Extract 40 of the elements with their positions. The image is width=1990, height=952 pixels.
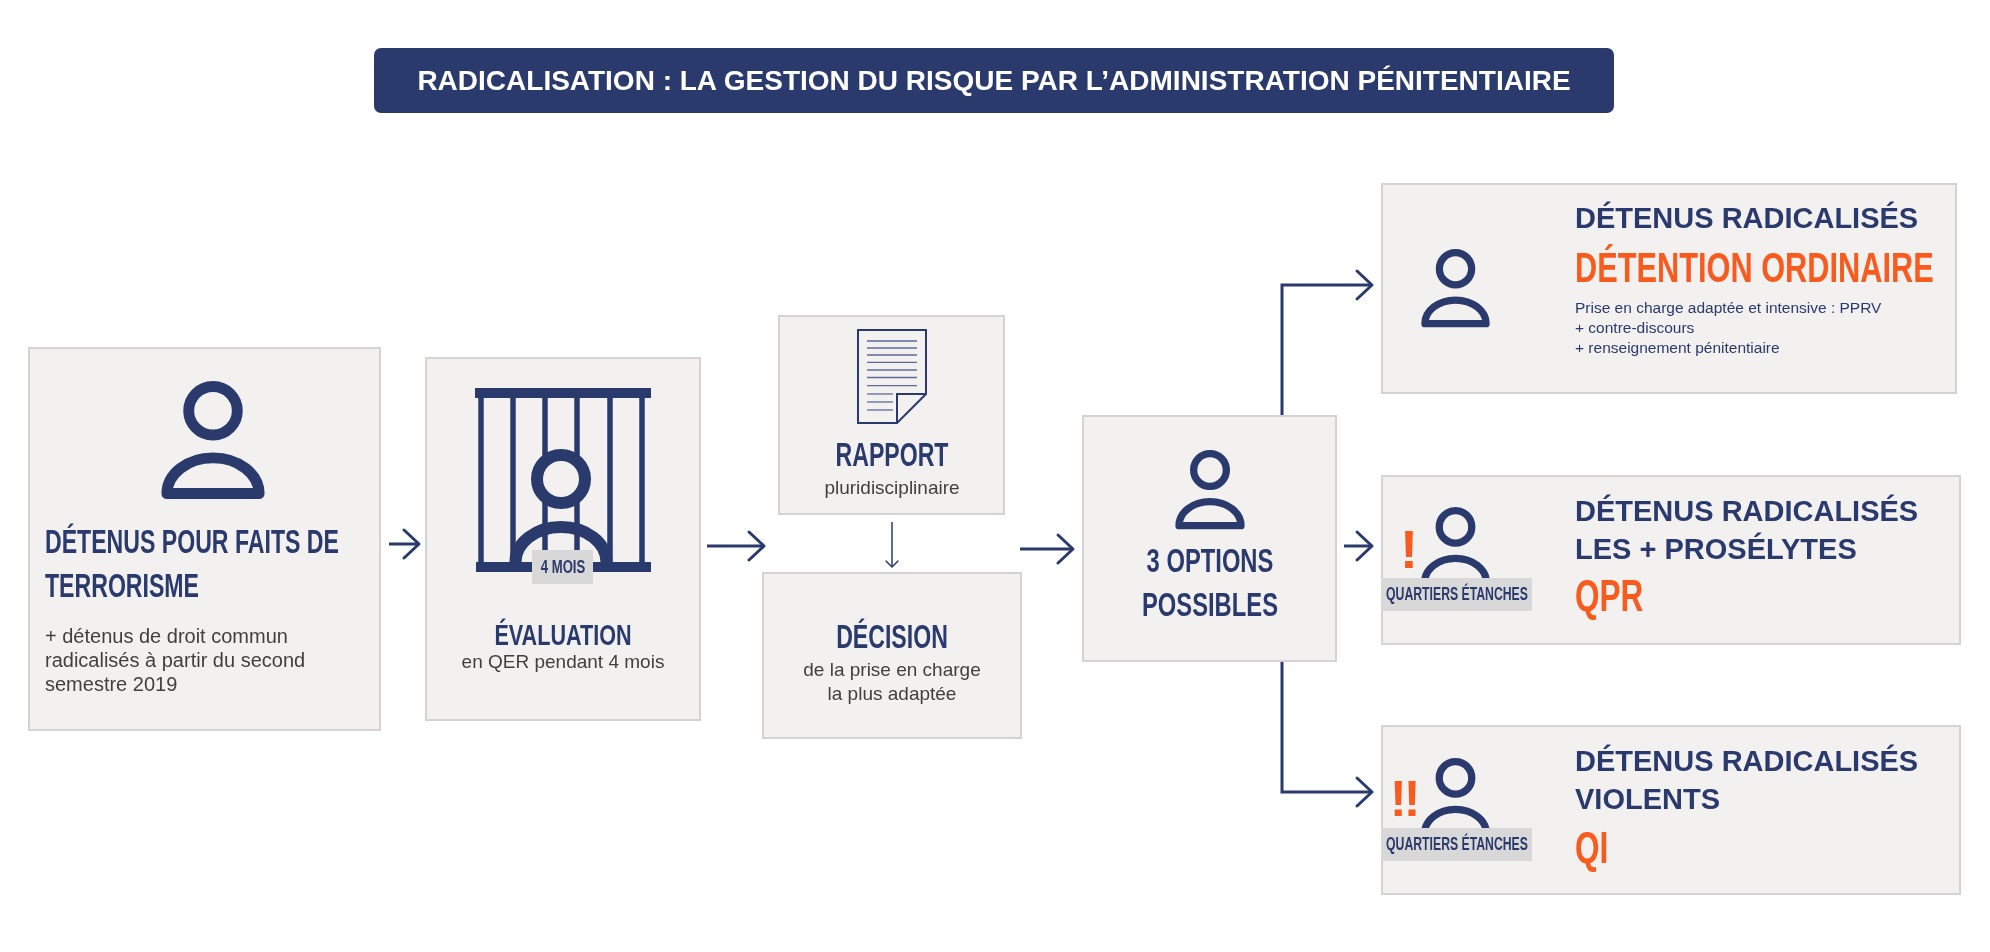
step-box	[762, 572, 1022, 739]
step-heading: 3 OPTIONS POSSIBLES	[1141, 541, 1279, 625]
title-banner: RADICALISATION : LA GESTION DU RISQUE PAR L’ADMINISTRATION PÉNITENTIAIRE	[374, 48, 1614, 113]
exclamation-mark: !	[1400, 522, 1418, 576]
arrow	[885, 521, 899, 568]
step-box	[778, 315, 1005, 515]
step-heading: DÉTENUS POUR FAITS DE TERRORISME	[45, 522, 340, 606]
outcome-description: + contre-discours	[1575, 317, 1695, 338]
outcome-heading: DÉTENUS RADICALISÉS VIOLENTS	[1575, 743, 1920, 817]
step-box	[425, 357, 701, 721]
arrow	[1280, 662, 1374, 808]
outcome-heading: DÉTENUS RADICALISÉS	[1575, 201, 1919, 234]
step-box	[1082, 415, 1337, 662]
arrow	[707, 530, 766, 562]
step-heading: RAPPORT	[835, 437, 949, 472]
step-description: + détenus de droit commun radicalisés à partir du second semestre 2019	[45, 624, 307, 696]
step-description: de la prise en charge la plus adaptée	[802, 657, 982, 706]
area-label: QUARTIERS ÉTANCHES	[1385, 832, 1528, 856]
step-description: pluridisciplinaire	[824, 477, 960, 498]
arrow	[1280, 269, 1374, 415]
exclamation-mark: !!	[1390, 774, 1418, 824]
outcome-box	[1381, 183, 1957, 394]
duration-label: 4 MOIS	[540, 555, 585, 579]
duration-tag	[532, 550, 593, 584]
arrow	[1020, 533, 1075, 565]
regime-label: QI	[1575, 825, 1609, 871]
arrow	[389, 528, 421, 560]
step-heading: ÉVALUATION	[494, 620, 632, 650]
outcome-description: Prise en charge adaptée et intensive : PPRV	[1575, 297, 1882, 318]
step-box	[28, 347, 381, 731]
step-description: en QER pendant 4 mois	[461, 652, 665, 672]
step-heading: DÉCISION	[836, 619, 948, 654]
outcome-description: + renseignement pénitentiaire	[1575, 337, 1780, 358]
regime-label: QPR	[1575, 573, 1644, 619]
outcome-box	[1381, 475, 1961, 645]
regime-label: DÉTENTION ORDINAIRE	[1575, 244, 1934, 289]
arrow	[1344, 530, 1374, 562]
outcome-box	[1381, 725, 1961, 895]
area-label: QUARTIERS ÉTANCHES	[1385, 582, 1528, 606]
outcome-heading: DÉTENUS RADICALISÉS LES + PROSÉLYTES	[1575, 493, 1920, 567]
